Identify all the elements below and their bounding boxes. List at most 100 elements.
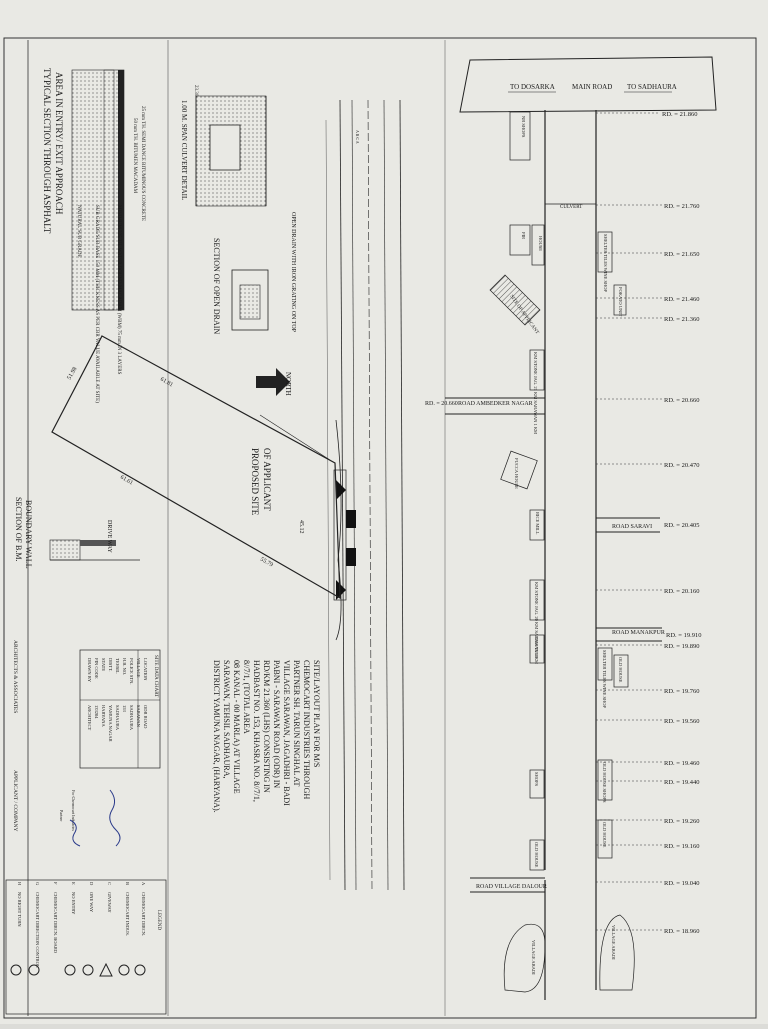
dimension-label: 61.81 <box>159 377 174 389</box>
road-label-to-dosarka: TO DOSARKA <box>510 83 555 91</box>
site-chart-value: SADHAURA <box>129 705 134 731</box>
asphalt-title: TYPICAL SECTION THROUGH ASPHALT <box>42 68 52 234</box>
title-line: 8//7/1, (TOTAL AREA <box>242 660 251 734</box>
key-plan: TO DOSARKA MAIN ROAD TO SADHAURA ROAD AM… <box>425 56 717 1000</box>
asphalt-subtitle: AREA IN ENTRY/ EXIT APPROACH <box>54 72 64 215</box>
legend-item: D <box>89 882 94 886</box>
site-chart-value: YAMUNA NAGAR <box>108 705 113 742</box>
legend-item-label: NO ENTRY <box>71 892 76 915</box>
building-label: DHS TUBE <box>534 637 539 659</box>
chainage-label: RD. = 19.040 <box>664 880 699 887</box>
culvert-label: CULVERT <box>560 205 582 210</box>
site-chart-key: DISTT. <box>108 658 113 672</box>
chainage-label: RD. = 19.910 <box>666 632 701 639</box>
title-line: DISTRICT YAMUNA NAGAR, (HARYANA). <box>212 660 221 813</box>
chainage-label: RD. = 21.460 <box>664 296 699 303</box>
title-line: PABNI - SARAWAN ROAD (ODR) IN <box>272 660 281 788</box>
site-chart-value: ODR ROAD <box>143 705 148 729</box>
building-label: NR SHOPS <box>521 116 526 138</box>
culvert-title: 1.00 M. SPAN CULVERT DETAIL <box>180 100 188 200</box>
site-chart-key: VILLAGE <box>136 658 141 678</box>
culvert-detail: 1.00 M. SPAN CULVERT DETAIL 23.30 <box>180 85 267 207</box>
open-drain-label: OPEN DRAIN WITH IRON GRATING ON TOP <box>290 212 296 333</box>
site-data-chart: SITE DATA CHART LOCATION ODR ROAD VILLAGE… <box>79 649 161 769</box>
site-chart-key: H.B. NO. <box>122 658 127 675</box>
road-label-ambedker: ROAD AMBEDKER NAGAR <box>458 401 533 407</box>
title-line: SARAWAN, TEHSIL SADHAURA, <box>222 660 231 778</box>
site-chart-key: LOCATION <box>143 658 148 681</box>
site-chart-value: 153 <box>122 705 127 713</box>
dimension-label: 23.30 <box>193 85 198 97</box>
svg-text:A B C A: A B C A <box>355 130 360 144</box>
building-label: PIR <box>521 232 526 239</box>
site-chart-key: PIN CODE <box>94 658 99 679</box>
building-label: OLD HOUSE <box>618 657 623 683</box>
chainage-label: RD. = 20.405 <box>664 522 699 529</box>
chainage-label: RD. = 21.650 <box>664 251 699 258</box>
boundary-wall-label: SECTION OF B.M. <box>14 497 23 561</box>
layer-label: 50 mm TH. BITUMEN MACADAM <box>132 118 137 194</box>
chainage-label: RD. = 19.160 <box>664 843 699 850</box>
building-label: OLD HOUSE <box>534 842 539 868</box>
direction-control-icon <box>28 964 40 976</box>
one-way-icon <box>82 964 94 976</box>
road-label-main-road: MAIN ROAD <box>572 83 612 91</box>
dimension-label: 55.79 <box>259 557 274 569</box>
title-line: 08 KANAL - 00 MARLA) AT VILLAGE <box>232 660 241 794</box>
title-line: HADBAST NO. 153, KHASRA NO. 8//7/1, <box>252 660 261 802</box>
giveway-icon <box>99 962 113 977</box>
chainage-label: RD. = 19.890 <box>664 643 699 650</box>
title-line: RD/KM 21.360 (LHS) CONSISTING IN <box>262 660 271 793</box>
chainage-label: RD. = 21.360 <box>664 316 699 323</box>
chainage-markers: RD. = 21.860 RD. = 21.760 RD. = 21.650 R… <box>596 111 701 935</box>
road-plan: A B C A <box>325 99 405 891</box>
road-label-saravi: ROAD SARAVI <box>612 524 652 530</box>
building-label: KM STONE JAG. 20 KM SARAWAN 2 KM <box>534 582 539 664</box>
legend-symbol-icon <box>134 964 146 976</box>
legend-item-label: GIVEWAY <box>107 892 112 913</box>
boundary-wall-label: BOUNDARY WALL <box>24 500 33 569</box>
building-blocks: NR SHOPS PIR HOUSE SHELTER TILES WINE SH… <box>489 111 635 993</box>
legend-item: E <box>71 882 76 885</box>
legend-item: C <box>107 882 112 885</box>
building-label: OLD HOUSE SHOPS <box>602 762 607 803</box>
legend-title: LEGEND <box>156 910 161 930</box>
legend-item: B <box>125 882 130 885</box>
chainage-label: RD. = 21.760 <box>664 203 699 210</box>
site-chart-key: STATE <box>101 658 106 671</box>
building-label: VILLAGE ABADI <box>531 940 536 975</box>
site-chart-value: SARAWAN <box>136 705 141 728</box>
legend-item: A <box>141 882 146 886</box>
building-label: KM STONE JAG. 21 KM SARAWAN 1 KM <box>533 352 538 434</box>
chainage-label: RD. = 20.660 <box>664 397 699 404</box>
signature-mark <box>109 789 121 847</box>
legend-item-label: NO RIGHT TURN <box>17 892 22 927</box>
dimension-label: 61.61 <box>119 475 134 487</box>
no-right-turn-icon <box>10 964 22 976</box>
site-chart-title: SITE DATA CHART <box>153 655 158 697</box>
chainage-label: RD. = 19.260 <box>664 818 699 825</box>
legend-item-label: CHEMOCART DIRECTION CONTROL <box>35 892 40 968</box>
legend-item: F <box>53 882 58 885</box>
boundary-wall-detail: DRIVE WAY SECTION OF B.M. BOUNDARY WALL <box>14 497 140 569</box>
road-label-manakpur: ROAD MANAKPUR <box>612 630 665 636</box>
legend-item-label: CHEMOCART DIRCN. BOARD <box>53 892 58 954</box>
building-label: OLD HOUSE <box>602 822 607 848</box>
title-line: PARTNER SH. TARUN SINGHAL AT <box>292 660 301 786</box>
firm-stamp: For Chemocart Industries <box>71 790 76 831</box>
chainage-label: RD. = 20.470 <box>664 462 699 469</box>
chainage-label: RD. = 18.960 <box>664 928 699 935</box>
asphalt-section: TYPICAL SECTION THROUGH ASPHALT AREA IN … <box>42 68 145 403</box>
building-label: VILLAGE ABADI <box>611 925 616 960</box>
drive-way-label: DRIVE WAY <box>106 520 112 554</box>
chainage-left: RD. = 20.660 <box>425 401 458 407</box>
legend-item-label: CHEMOCART INDUS. <box>125 892 130 936</box>
chainage-label: RD. = 19.760 <box>664 688 699 695</box>
signature-block: ARCHITECTS & ASSOCIATES APPLICANT / COMP… <box>12 640 121 847</box>
site-chart-value: HARYANA <box>101 705 106 728</box>
layer-label: SUB GRADE/SUB BASE 150 MM (THICKNESS AS … <box>94 205 99 403</box>
building-label: POKATO UNIT <box>618 287 623 317</box>
building-label: HOUSE <box>538 236 543 251</box>
